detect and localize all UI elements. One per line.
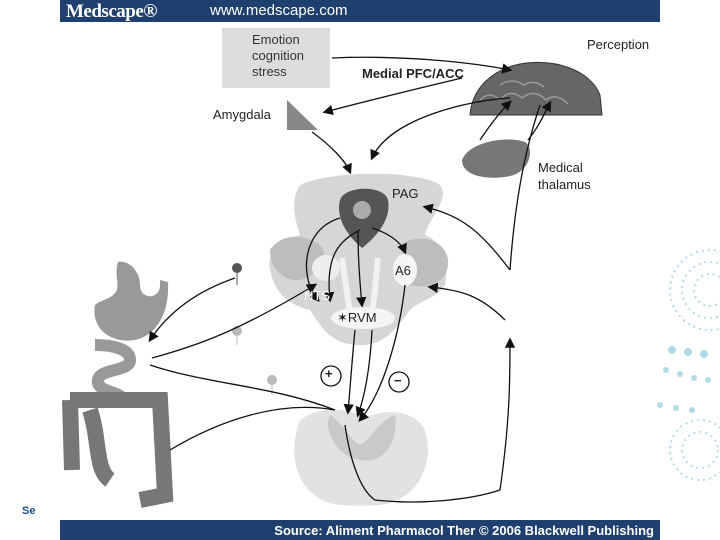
header-bar: Medscape® www.medscape.com xyxy=(60,0,660,22)
medscape-logo[interactable]: Medscape® xyxy=(66,1,157,22)
a6-label: A6 xyxy=(395,263,411,278)
medical-label: Medical xyxy=(538,160,583,175)
nts-label: NTS xyxy=(304,288,330,303)
thalamus-shape xyxy=(462,139,530,178)
perception-label: Perception xyxy=(587,37,650,52)
amygdala-shape xyxy=(287,100,318,130)
neuron-markers xyxy=(232,263,277,395)
emotion-box: Emotion cognition stress xyxy=(222,28,330,88)
partial-logo: Se xyxy=(22,505,36,517)
stomach-shape xyxy=(94,261,169,341)
amygdala-label: Amygdala xyxy=(213,107,271,122)
footer-bar: Source: Aliment Pharmacol Ther © 2006 Bl… xyxy=(60,520,660,540)
a6-shape xyxy=(393,254,417,286)
medial-pfc-label: Medial PFC/ACC xyxy=(362,66,464,81)
intestine-shape xyxy=(92,339,137,402)
nts-shape xyxy=(312,255,340,281)
cortex-shape xyxy=(469,62,603,116)
plus-sign: + xyxy=(325,366,333,381)
rvm-shape xyxy=(331,307,395,329)
decorative-dots xyxy=(657,249,720,481)
emotion-line: Emotion xyxy=(252,32,300,47)
source-citation: Source: Aliment Pharmacol Ther © 2006 Bl… xyxy=(274,523,654,538)
inhibitory-circle xyxy=(388,371,410,393)
rvm-label: ✶RVM xyxy=(337,310,377,325)
cognition-line: cognition xyxy=(252,48,305,63)
excitatory-circle xyxy=(320,365,342,387)
colon-shape xyxy=(62,392,174,508)
brainstem-shape xyxy=(269,173,447,345)
header-url[interactable]: www.medscape.com xyxy=(210,2,348,19)
thalamus-label: thalamus xyxy=(538,177,591,192)
stress-line: stress xyxy=(252,64,287,79)
pag-label: PAG xyxy=(392,186,419,201)
minus-sign: − xyxy=(394,373,402,388)
